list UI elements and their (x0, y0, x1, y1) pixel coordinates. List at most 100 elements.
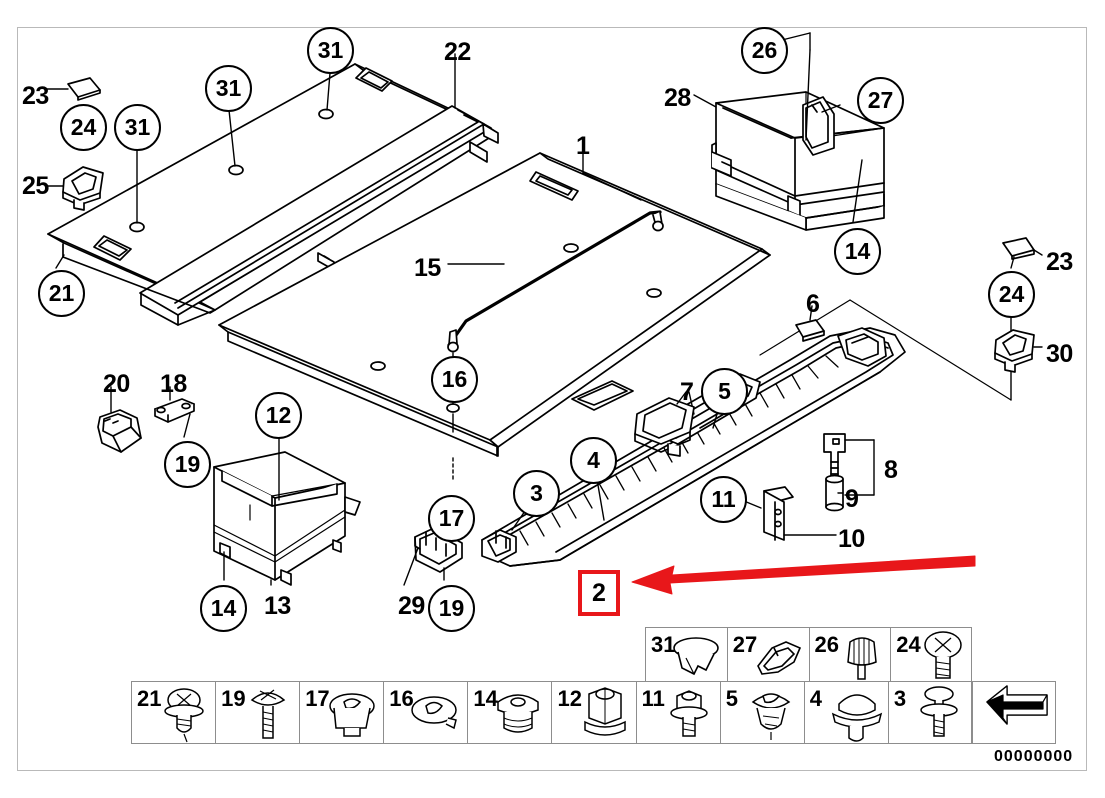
callout-20: 20 (103, 370, 130, 398)
callout-30: 30 (1046, 340, 1073, 368)
callout-circle-21: 21 (38, 270, 85, 317)
callout-circle-31-left: 31 (114, 104, 161, 151)
push-rivet-cap-icon (673, 637, 719, 676)
callout-23-upper-left: 23 (22, 82, 49, 110)
phillips-pan-screw-icon (924, 631, 962, 679)
legend-num-14: 14 (473, 686, 498, 711)
callout-circle-5: 5 (701, 368, 748, 415)
legend-num-31: 31 (651, 632, 676, 657)
callout-circle-26: 26 (741, 27, 788, 74)
legend-cell-19[interactable]: 19 (216, 682, 301, 743)
bent-arrow-icon (986, 685, 1048, 725)
callout-circle-31-top: 31 (307, 27, 354, 74)
legend-cell-11[interactable]: 11 (637, 682, 721, 743)
part-2-sill-trim (481, 327, 906, 567)
part-25-cover (62, 166, 104, 211)
part-28-storage-box (711, 91, 885, 231)
part-18-strip (154, 398, 195, 423)
legend-cell-26[interactable]: 26 (810, 628, 892, 681)
knurled-knob-screw-icon (846, 637, 877, 680)
callout-10: 10 (838, 525, 865, 553)
legend-num-12: 12 (557, 686, 582, 711)
legend-cell-arrow-symbol (972, 681, 1056, 744)
callout-circle-24-left: 24 (60, 104, 107, 151)
mushroom-rivet-icon (831, 694, 882, 742)
callout-9: 9 (845, 485, 859, 513)
legend-num-3: 3 (893, 686, 907, 711)
callout-circle-12: 12 (255, 392, 302, 439)
callout-circle-31-mid: 31 (205, 65, 252, 112)
pan-head-machine-screw-icon (250, 689, 286, 739)
legend-cell-12[interactable]: 12 (553, 682, 637, 743)
part-20-clip (97, 409, 142, 453)
legend-table-bottom-row: 21 19 (131, 681, 972, 744)
legend-cell-4[interactable]: 4 (805, 682, 889, 743)
callout-29: 29 (398, 592, 425, 620)
callout-circle-19-lower: 19 (428, 585, 475, 632)
legend-num-16: 16 (389, 686, 414, 711)
legend-cell-17[interactable]: 17 (300, 682, 385, 743)
legend-cell-16[interactable]: 16 (384, 682, 469, 743)
legend-cell-5[interactable]: 5 (721, 682, 805, 743)
expanding-grommet-plug-icon (329, 693, 375, 737)
legend-table-top-row: 31 27 26 (645, 627, 972, 682)
callout-28: 28 (664, 84, 691, 112)
callout-23-right: 23 (1046, 248, 1073, 276)
legend-num-17: 17 (305, 686, 330, 711)
hole-31-mid (228, 164, 244, 176)
callout-circle-14-lower: 14 (200, 585, 247, 632)
part-7-tray-cover (634, 397, 695, 457)
legend-num-21: 21 (137, 686, 162, 711)
highlighted-callout-2: 2 (578, 570, 620, 616)
flanged-tapping-screw-icon (164, 688, 204, 743)
callout-circle-14-upper: 14 (834, 228, 881, 275)
part-23a-pad (67, 77, 101, 101)
callout-circle-3: 3 (513, 470, 560, 517)
callout-22: 22 (444, 38, 471, 66)
flat-clip-plug-icon (411, 696, 458, 730)
diagram-frame (17, 27, 1087, 771)
callout-8: 8 (884, 456, 898, 484)
callout-circle-27: 27 (857, 77, 904, 124)
part-9-lock-barrel (825, 474, 844, 512)
torx-tapping-screw-icon (751, 693, 790, 740)
legend-cell-31[interactable]: 31 (646, 628, 728, 681)
callout-circle-4: 4 (570, 437, 617, 484)
legend-num-26: 26 (814, 632, 839, 657)
callout-circle-19-upper: 19 (164, 441, 211, 488)
callout-circle-16: 16 (431, 356, 478, 403)
hex-nut-collar-icon (583, 687, 626, 736)
callout-circle-17: 17 (428, 495, 475, 542)
part-1-cargo-floor (218, 152, 771, 457)
legend-num-4: 4 (809, 686, 823, 711)
legend-cell-24[interactable]: 24 (891, 628, 973, 681)
spring-clip-icon (756, 641, 801, 675)
part-15-retaining-rod (447, 210, 664, 353)
legend-num-19: 19 (221, 686, 246, 711)
round-head-plug-icon (497, 694, 540, 733)
legend-cell-14[interactable]: 14 (468, 682, 553, 743)
legend-num-27: 27 (732, 632, 758, 657)
callout-13: 13 (264, 592, 291, 620)
part-12-13-bin (213, 451, 361, 586)
part-6-pad (795, 319, 825, 342)
callout-circle-24-right: 24 (988, 271, 1035, 318)
part-22-cargo-cover (47, 63, 499, 326)
legend-cell-21[interactable]: 21 (132, 682, 217, 743)
legend-cell-3[interactable]: 3 (889, 682, 973, 743)
part-10-bracket (763, 486, 794, 541)
legend-num-24: 24 (896, 632, 921, 657)
hex-flange-bolt-icon (669, 690, 708, 737)
hole-31-upper (318, 108, 334, 120)
part-30-cover (994, 329, 1035, 373)
callout-circle-11: 11 (700, 476, 747, 523)
callout-25: 25 (22, 172, 49, 200)
callout-6: 6 (806, 290, 820, 318)
washer-head-screw-icon (920, 686, 958, 737)
legend-num-11: 11 (641, 686, 665, 711)
legend-cell-27[interactable]: 27 (728, 628, 810, 681)
callout-7: 7 (680, 378, 694, 406)
